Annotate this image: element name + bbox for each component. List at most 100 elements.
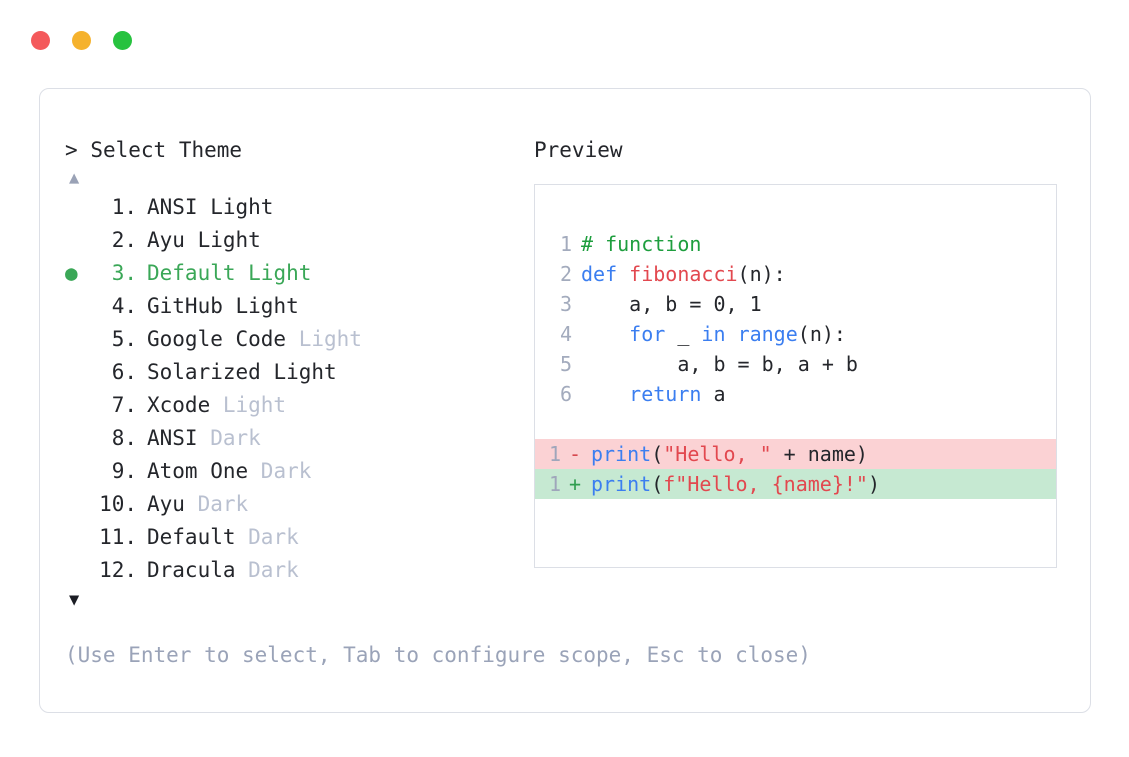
code-text: a, b = 0, 1 (581, 289, 762, 319)
code-token: in (701, 322, 726, 346)
theme-item-variant: Light (298, 327, 362, 351)
theme-item-name: Xcode (147, 393, 223, 417)
selected-bullet-icon: ● (65, 455, 93, 488)
theme-item-variant: Dark (248, 525, 299, 549)
theme-item-number: 4. (99, 294, 137, 318)
keyboard-hint: (Use Enter to select, Tab to configure s… (65, 643, 811, 667)
theme-item-name: Default (147, 525, 249, 549)
maximize-button[interactable] (113, 31, 132, 50)
selected-bullet-icon: ● (65, 554, 93, 587)
page-title: Select Theme (90, 138, 243, 162)
selected-bullet-icon: ● (65, 488, 93, 521)
code-token: a, b = 0, 1 (581, 292, 762, 316)
theme-item-number: 8. (99, 426, 137, 450)
theme-item-name: Ayu (147, 228, 198, 252)
theme-list-item[interactable]: ●12. Dracula Dark (65, 554, 535, 587)
theme-list-item[interactable]: ● 3. Default Light (65, 257, 535, 290)
theme-item-number: 6. (99, 360, 137, 384)
code-token: ( (651, 472, 664, 496)
theme-item-number: 10. (99, 492, 137, 516)
theme-item-name: Atom One (147, 459, 261, 483)
theme-list-item[interactable]: ●11. Default Dark (65, 521, 535, 554)
scroll-down-icon[interactable]: ▼ (69, 590, 80, 610)
theme-item-name: Google Code (147, 327, 299, 351)
theme-item-name: Solarized (147, 360, 274, 384)
theme-list-item[interactable]: ● 2.Ayu Light (65, 224, 535, 257)
selected-bullet-icon: ● (65, 389, 93, 422)
diff-plus-icon: + (569, 472, 582, 496)
code-line: 3 a, b = 0, 1 (535, 289, 1056, 319)
minimize-button[interactable] (72, 31, 91, 50)
code-text: print("Hello, " + name) (591, 439, 868, 469)
code-token (726, 322, 738, 346)
theme-item-variant: Dark (197, 492, 249, 516)
theme-item-name: Default (147, 261, 249, 285)
theme-item-variant: Light (273, 360, 337, 384)
code-token: f"Hello, {name}!" (663, 472, 868, 496)
selected-bullet-icon: ● (65, 521, 93, 554)
theme-select-pane: > Select Theme ▲ ● 1. ANSI Light ● 2. Ayu L… (65, 135, 811, 670)
theme-item-variant: Dark (248, 558, 299, 582)
theme-list-item[interactable]: ● 7.Xcode Light (65, 389, 535, 422)
prompt-caret-icon: > (65, 138, 78, 162)
theme-item-number: 12. (99, 558, 137, 582)
theme-picker-card: > Select Theme ▲ ● 1. ANSI Light ● 2. Ayu L… (39, 88, 1091, 713)
code-token: ) (867, 472, 881, 496)
code-token: + name) (771, 442, 868, 466)
theme-item-number: 1. (99, 195, 137, 219)
code-text: for _ in range(n): (581, 319, 846, 349)
theme-item-number: 11. (99, 525, 137, 549)
theme-list-item[interactable]: ● 5.Google Code Light (65, 323, 535, 356)
code-token: a (701, 382, 726, 406)
code-token: "Hello, " (663, 442, 772, 466)
selected-bullet-icon: ● (65, 191, 93, 224)
code-token: ( (651, 442, 664, 466)
theme-list-item[interactable]: ● 4. GitHub Light (65, 290, 535, 323)
theme-item-name: Dracula (147, 558, 249, 582)
theme-item-number: 3. (99, 261, 137, 285)
code-token: _ (665, 322, 702, 346)
close-button[interactable] (31, 31, 50, 50)
line-number: 1 (548, 472, 561, 496)
diff-added-line: 1+print(f"Hello, {name}!") (535, 469, 1056, 499)
theme-list-item[interactable]: ●10.Ayu Dark (65, 488, 535, 521)
code-line: 4 for _ in range(n): (535, 319, 1056, 349)
line-number: 3 (559, 292, 572, 316)
theme-item-number: 2. (99, 228, 137, 252)
code-token: (n): (797, 322, 846, 346)
theme-item-name: GitHub (147, 294, 236, 318)
theme-item-variant: Light (248, 261, 312, 285)
diff-removed-line: 1-print("Hello, " + name) (535, 439, 1056, 469)
theme-item-name: ANSI (147, 426, 211, 450)
selected-bullet-icon: ● (65, 356, 93, 389)
code-token: print (591, 442, 652, 466)
theme-item-variant: Light (210, 195, 274, 219)
code-text: def fibonacci(n): (581, 259, 786, 289)
theme-item-variant: Dark (210, 426, 261, 450)
selected-bullet-icon: ● (65, 224, 93, 257)
code-text: a, b = b, a + b (581, 349, 858, 379)
line-number: 6 (559, 382, 572, 406)
selected-bullet-icon: ● (65, 290, 93, 323)
prompt-header: > Select Theme (65, 135, 535, 165)
diff-minus-icon: - (569, 442, 582, 466)
scroll-up-icon[interactable]: ▲ (69, 168, 80, 188)
theme-list-item[interactable]: ● 6. Solarized Light (65, 356, 535, 389)
line-number: 1 (559, 232, 572, 256)
code-token: range (737, 322, 798, 346)
theme-list-item[interactable]: ● 9.Atom One Dark (65, 455, 535, 488)
line-number: 1 (548, 442, 561, 466)
theme-item-variant: Light (235, 294, 299, 318)
selected-bullet-icon: ● (65, 261, 78, 285)
theme-list-item[interactable]: ● 8.ANSI Dark (65, 422, 535, 455)
theme-item-number: 9. (99, 459, 137, 483)
code-token: a, b = b, a + b (581, 352, 858, 376)
code-text: # function (581, 229, 701, 259)
theme-item-number: 5. (99, 327, 137, 351)
theme-list-item[interactable]: ● 1. ANSI Light (65, 191, 535, 224)
theme-item-name: ANSI (147, 195, 211, 219)
